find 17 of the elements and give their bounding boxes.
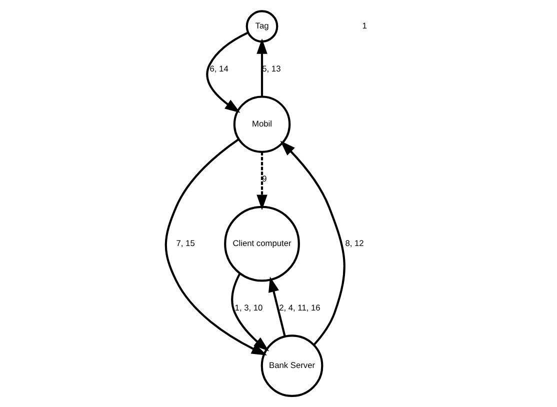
arrow [268,276,286,337]
edge-label: 2, 4, 11, 16 [278,302,320,312]
edge-label: 7, 15 [176,238,194,248]
label: 1 [362,20,366,30]
arrow [206,32,248,113]
arrow [280,140,345,346]
arrow [256,152,267,210]
node-circle: Mobil [232,96,290,153]
node-circle: Client computer [224,206,300,282]
edge-label: 6, 14 [209,63,228,74]
arrow [256,38,267,97]
edge-label: 1, 3, 10 [234,302,262,312]
edge-label: 8, 12 [344,238,364,248]
node-circle: Bank Server [260,334,323,398]
arrow [230,273,268,352]
arrow [164,138,266,356]
node-circle: Tag [245,10,278,43]
